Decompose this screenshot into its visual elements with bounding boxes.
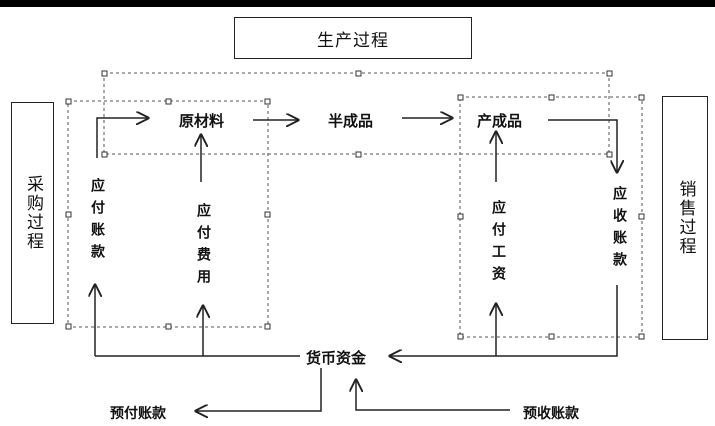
advance-received-node: 预收账款 [523,406,579,422]
raw-material-node: 原材料 [179,112,225,130]
expenses-payable-node: 应付费用 [195,203,211,291]
production-process-title: 生产过程 [234,17,472,59]
sales-process-label: 销售过程 [662,96,708,340]
payable-to-raw-arrow [96,118,148,158]
wages-payable-node: 应付工资 [490,200,506,288]
semi-finished-node: 半成品 [328,112,374,130]
receivable-to-cash-arrow [390,285,618,356]
accounts-receivable-node: 应收账款 [611,186,627,274]
top-border [0,0,715,7]
prepaid-accounts-node: 预付账款 [110,406,166,422]
accounts-payable-node: 应付账款 [89,178,105,266]
finished-to-receivable-arrow [548,119,617,172]
monetary-funds-node: 货币资金 [306,349,367,367]
advance-to-cash-arrow [356,380,510,411]
purchase-process-label: 采购过程 [11,102,54,324]
cash-to-prepaid-arrow [196,368,322,411]
finished-goods-node: 产成品 [477,112,523,130]
